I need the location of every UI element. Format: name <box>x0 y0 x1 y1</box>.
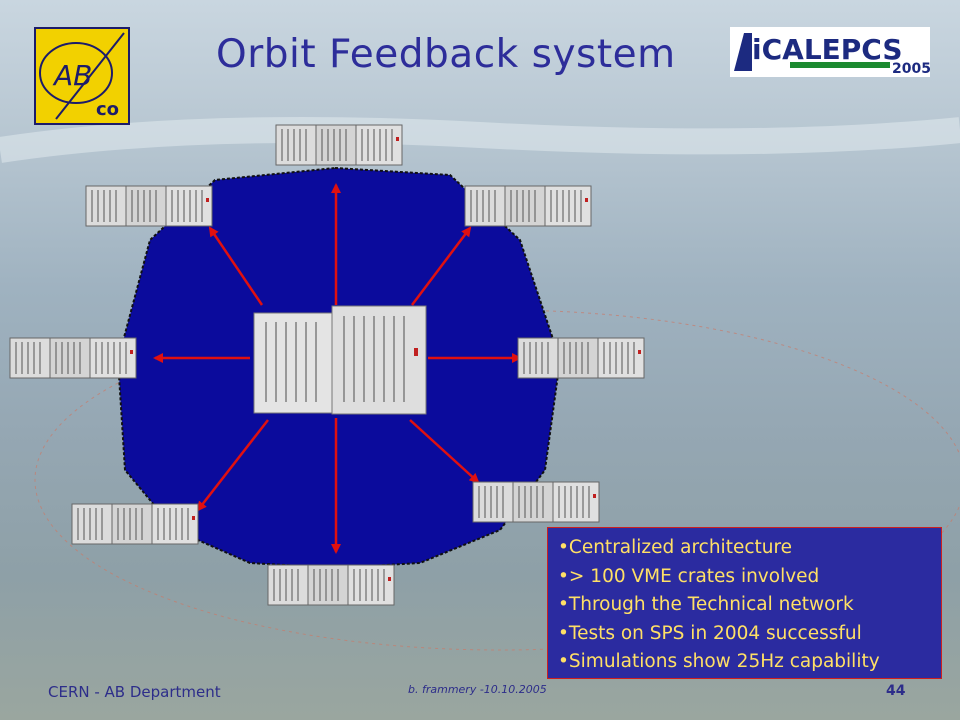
key-points-box: •Centralized architecture •> 100 VME cra… <box>547 527 942 679</box>
arrow-upper-right <box>411 226 472 306</box>
ab-logo-text: AB <box>52 59 92 92</box>
arrow-lower-left <box>196 419 269 512</box>
vme-crate-upper-left <box>85 185 213 227</box>
vme-crate-right <box>517 337 645 379</box>
page-number: 44 <box>886 683 906 699</box>
co-logo-text: co <box>96 99 119 120</box>
icalepcs-logo: iCALEPCS 2005 <box>730 27 931 77</box>
icalepcs-logo-text: iCALEPCS <box>752 33 903 66</box>
central-vme-crate <box>253 305 427 415</box>
arrow-lower-right <box>409 419 480 484</box>
bullet-item: •Tests on SPS in 2004 successful <box>558 622 862 644</box>
footer-author-date: b. frammery -10.10.2005 <box>408 683 547 696</box>
arrow-upper-left <box>208 226 264 306</box>
vme-crate-lower-left <box>71 503 199 545</box>
vme-crate-lower-right <box>472 481 600 523</box>
bullet-item: •Through the Technical network <box>558 594 854 615</box>
icalepcs-year: 2005 <box>892 61 930 77</box>
bullet-item: •Simulations show 25Hz capability <box>558 651 880 672</box>
slide-title: Orbit Feedback system <box>216 32 676 77</box>
vme-crate-bottom <box>267 564 395 606</box>
bullet-item: •> 100 VME crates involved <box>558 565 820 587</box>
bullet-item: •Centralized architecture <box>558 537 793 558</box>
distribution-arrows <box>153 183 522 554</box>
vme-crate-left <box>9 337 137 379</box>
ab-co-logo: AB co <box>34 27 130 125</box>
footer-department: CERN - AB Department <box>48 683 221 701</box>
vme-crate-top <box>275 124 403 166</box>
vme-crate-upper-right <box>464 185 592 227</box>
